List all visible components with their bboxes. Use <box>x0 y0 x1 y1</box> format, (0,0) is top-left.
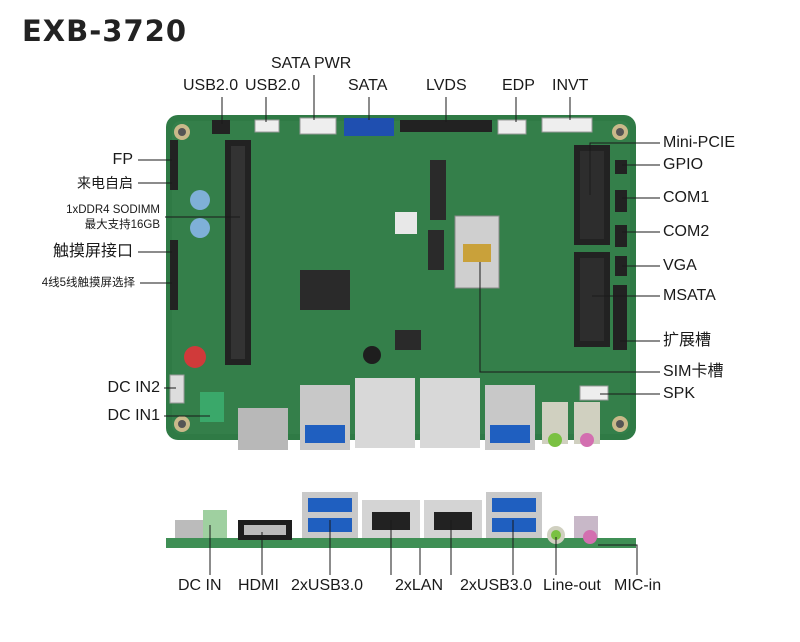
label-fp: FP <box>112 151 133 168</box>
label-dc-in2: DC IN2 <box>107 379 160 396</box>
label-sata: SATA <box>348 77 388 94</box>
label-hdmi: HDMI <box>238 577 279 594</box>
label-ddr4-line1: 1xDDR4 SODIMM <box>66 204 160 216</box>
pcb-side-view <box>166 538 636 548</box>
sata-connector <box>344 118 394 136</box>
hdmi-port-top <box>238 408 288 450</box>
label-edp: EDP <box>502 77 535 94</box>
sata-power-connector <box>299 117 337 135</box>
label-vga: VGA <box>663 257 697 274</box>
spk-connector <box>579 385 609 401</box>
label-sata-pwr: SATA PWR <box>271 55 352 72</box>
usb20-header-a <box>212 120 230 134</box>
label-touch-select: 4线5线触摸屏选择 <box>41 277 135 289</box>
label-usb20-b: USB2.0 <box>245 77 301 94</box>
label-usb20-a: USB2.0 <box>183 77 239 94</box>
label-touch-port: 触摸屏接口 <box>52 243 133 260</box>
label-expansion-slot: 扩展槽 <box>663 332 712 349</box>
dc-in1-terminal <box>200 392 224 422</box>
edp-connector <box>497 119 527 135</box>
label-usb30-b: 2xUSB3.0 <box>460 577 533 594</box>
label-invt: INVT <box>552 77 589 94</box>
side-view-board <box>166 492 636 548</box>
label-mini-pcie: Mini-PCIE <box>663 134 736 151</box>
label-com1: COM1 <box>663 189 710 206</box>
label-mic-in: MIC-in <box>614 577 662 594</box>
label-lan: 2xLAN <box>395 577 444 594</box>
lan-port-a-top <box>355 378 415 448</box>
top-board <box>166 115 636 450</box>
label-dc-in: DC IN <box>178 577 222 594</box>
label-com2: COM2 <box>663 223 710 240</box>
label-msata: MSATA <box>663 287 716 304</box>
lan-port-b-top <box>420 378 480 448</box>
label-spk: SPK <box>663 385 696 402</box>
invt-connector <box>541 117 593 133</box>
lvds-connector <box>400 120 492 132</box>
label-ddr4-line2: 最大支持16GB <box>84 219 160 231</box>
label-line-out: Line-out <box>543 577 601 594</box>
label-auto-power-on: 来电自启 <box>77 175 133 191</box>
label-gpio: GPIO <box>663 156 704 173</box>
label-lvds: LVDS <box>426 77 467 94</box>
expansion-slot <box>613 285 627 350</box>
board-model-title: EXB-3720 <box>22 14 188 48</box>
label-sim-slot: SIM卡槽 <box>663 363 724 380</box>
label-usb30-a: 2xUSB3.0 <box>291 577 364 594</box>
label-dc-in1: DC IN1 <box>107 407 160 424</box>
usb20-header-b <box>254 119 280 133</box>
leader-lines <box>138 75 660 575</box>
